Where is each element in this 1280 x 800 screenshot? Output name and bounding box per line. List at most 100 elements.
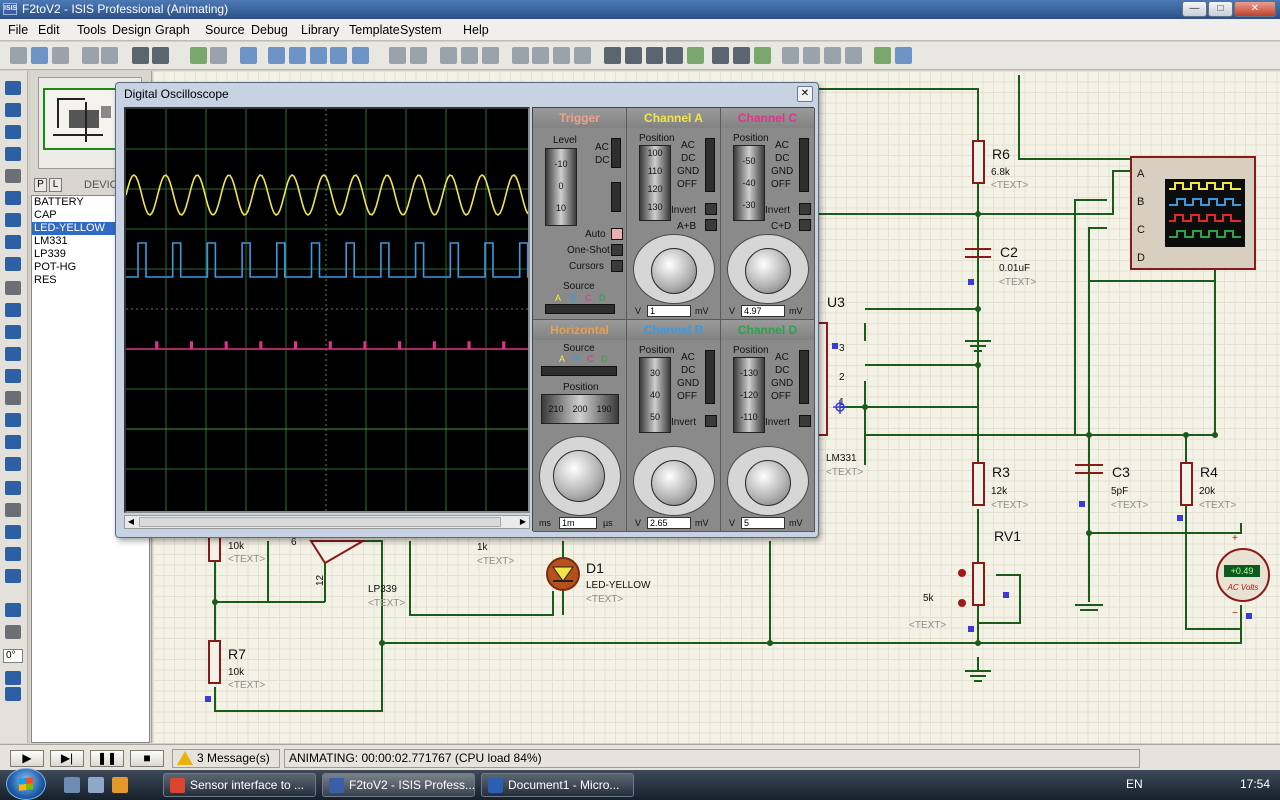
trigger-edge-switch[interactable] (611, 182, 621, 212)
channel-a-coupling-switch[interactable] (705, 138, 715, 192)
pan-icon[interactable] (268, 47, 285, 64)
rotate-ccw-icon[interactable] (5, 625, 21, 639)
scope-horizontal-scrollbar[interactable]: ◀ ▶ (124, 515, 530, 529)
menu-source[interactable]: Debug (251, 23, 288, 37)
component-mode-icon[interactable] (5, 103, 21, 117)
wire-autoroute-icon[interactable] (687, 47, 704, 64)
channel-c-position-scale[interactable]: -50 -40 -30 (733, 145, 765, 221)
list-item[interactable]: CAP (34, 209, 57, 221)
ares-icon[interactable] (895, 47, 912, 64)
task-word-document[interactable]: Document1 - Micro... (481, 773, 634, 797)
task-isis[interactable]: F2toV2 - ISIS Profess... (322, 773, 475, 797)
zoom-all-icon[interactable] (330, 47, 347, 64)
task-sensor-interface[interactable]: Sensor interface to ... (163, 773, 316, 797)
menu-tools[interactable]: Design (112, 23, 151, 37)
menu-design[interactable]: Graph (155, 23, 190, 37)
language-indicator[interactable]: EN (1126, 777, 1143, 791)
channel-d-value-field[interactable]: 5 (741, 517, 785, 529)
terminals-icon[interactable] (5, 235, 21, 249)
list-item[interactable]: RES (34, 274, 57, 286)
open-icon[interactable] (31, 47, 48, 64)
graph-mode-icon[interactable] (5, 281, 21, 295)
list-item[interactable]: LP339 (34, 248, 66, 260)
new-sheet-icon[interactable] (754, 47, 771, 64)
erc-icon[interactable] (874, 47, 891, 64)
trigger-oneshot-switch[interactable] (611, 244, 623, 256)
channel-d-coupling-switch[interactable] (799, 350, 809, 404)
messages-button[interactable]: 3 Message(s) (172, 749, 280, 768)
virtual-instruments-icon[interactable] (5, 391, 21, 405)
menu-template[interactable]: System (400, 23, 442, 37)
channel-a-invert-switch[interactable] (705, 203, 717, 215)
buses-icon[interactable] (5, 191, 21, 205)
export-icon[interactable] (101, 47, 118, 64)
block-rotate-icon[interactable] (553, 47, 570, 64)
menu-edit[interactable]: Tools (77, 23, 107, 37)
rotate-cw-icon[interactable] (5, 603, 21, 617)
remove-sheet-icon[interactable] (782, 47, 799, 64)
scroll-thumb[interactable] (139, 517, 501, 527)
scroll-left-arrow[interactable]: ◀ (127, 517, 135, 526)
list-item[interactable]: POT-HG (34, 261, 77, 273)
goto-sheet-icon[interactable] (803, 47, 820, 64)
menu-view[interactable]: Edit (38, 23, 60, 37)
line-icon[interactable] (5, 413, 21, 427)
channel-c-combine-switch[interactable] (799, 219, 811, 231)
paste-icon[interactable] (482, 47, 499, 64)
trigger-level-scale[interactable]: -10 0 10 (545, 148, 577, 226)
symbol-icon[interactable] (5, 547, 21, 561)
menu-graph[interactable]: Source (205, 23, 245, 37)
path-icon[interactable] (5, 503, 21, 517)
new-icon[interactable] (10, 47, 27, 64)
channel-a-scale-knob[interactable] (651, 248, 697, 294)
angle-field[interactable]: 0° (3, 649, 23, 663)
subcircuit-icon[interactable] (5, 213, 21, 227)
oscilloscope-window[interactable]: Digital Oscilloscope ✕ ◀ ▶ Trigg (115, 82, 819, 538)
packaging-icon[interactable] (646, 47, 663, 64)
property-tool-icon[interactable] (733, 47, 750, 64)
switch-windows-icon[interactable] (88, 777, 104, 793)
zoom-in-icon[interactable] (289, 47, 306, 64)
tab-library[interactable]: L (49, 178, 62, 192)
device-pins-icon[interactable] (5, 257, 21, 271)
refresh-icon[interactable] (190, 47, 207, 64)
save-icon[interactable] (52, 47, 69, 64)
channel-c-value-field[interactable]: 4.97 (741, 305, 785, 317)
channel-b-value-field[interactable]: 2.65 (647, 517, 691, 529)
cut-icon[interactable] (440, 47, 457, 64)
channel-d-invert-switch[interactable] (799, 415, 811, 427)
box-icon[interactable] (5, 435, 21, 449)
block-copy-icon[interactable] (512, 47, 529, 64)
mirror-h-icon[interactable] (5, 671, 21, 685)
start-button[interactable] (6, 768, 46, 800)
undo-icon[interactable] (389, 47, 406, 64)
copy-icon[interactable] (461, 47, 478, 64)
scroll-right-arrow[interactable]: ▶ (519, 517, 527, 526)
search-icon[interactable] (712, 47, 729, 64)
step-button[interactable]: ▶| (50, 750, 84, 767)
voltage-probe-icon[interactable] (5, 347, 21, 361)
trigger-source-slider[interactable] (545, 304, 615, 314)
channel-a-position-scale[interactable]: 100 110 120 130 (639, 145, 671, 221)
channel-c-scale-knob[interactable] (745, 248, 791, 294)
pause-button[interactable]: ❚❚ (90, 750, 124, 767)
wire-label-icon[interactable] (5, 147, 21, 161)
menu-system[interactable]: Help (463, 23, 489, 37)
trigger-auto-switch[interactable] (611, 228, 623, 240)
print-icon[interactable] (132, 47, 149, 64)
channel-a-combine-switch[interactable] (705, 219, 717, 231)
trigger-coupling-switch[interactable] (611, 138, 621, 168)
media-player-icon[interactable] (112, 777, 128, 793)
pick-device-icon[interactable] (604, 47, 621, 64)
zoom-child-icon[interactable] (824, 47, 841, 64)
arc-icon[interactable] (5, 481, 21, 495)
redo-icon[interactable] (410, 47, 427, 64)
channel-b-invert-switch[interactable] (705, 415, 717, 427)
circle-icon[interactable] (5, 457, 21, 471)
menu-debug[interactable]: Library (301, 23, 340, 37)
junction-dot-icon[interactable] (5, 125, 21, 139)
area-icon[interactable] (152, 47, 169, 64)
selection-mode-icon[interactable] (5, 81, 21, 95)
show-desktop-icon[interactable] (64, 777, 80, 793)
channel-b-coupling-switch[interactable] (705, 350, 715, 404)
